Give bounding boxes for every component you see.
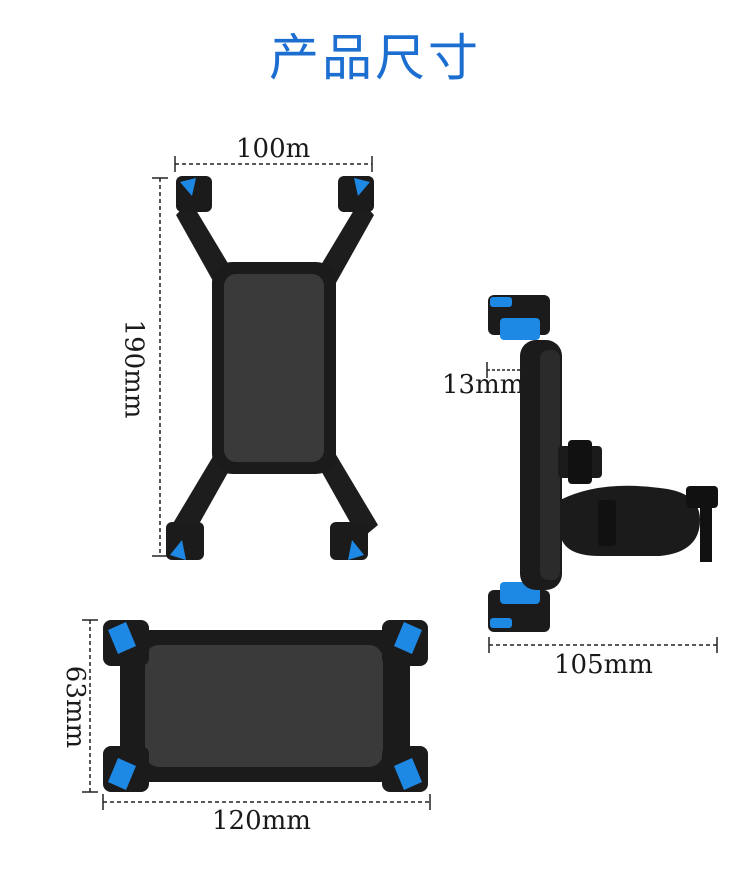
- clamp-depth-label: 13mm: [442, 370, 525, 400]
- bottom-height-label: 63mm: [60, 665, 91, 749]
- side-width-label: 105mm: [554, 650, 653, 680]
- landscape-clamp-bottom-left: [103, 746, 149, 792]
- front-height-label: 190mm: [118, 319, 149, 419]
- front-width-label: 100m: [236, 134, 311, 164]
- landscape-clamp-bottom-right: [382, 746, 428, 792]
- corner-clamp-top-right: [338, 176, 374, 212]
- corner-clamp-bottom-right: [330, 522, 368, 560]
- landscape-clamp-top-left: [103, 620, 149, 666]
- landscape-view-holder: [82, 619, 431, 810]
- corner-clamp-top-left: [176, 176, 212, 212]
- corner-clamp-bottom-left: [166, 522, 204, 560]
- page-title: 产品尺寸: [269, 29, 481, 87]
- landscape-clamp-top-right: [382, 620, 428, 666]
- bottom-width-label: 120mm: [212, 806, 311, 836]
- side-view-holder: [486, 295, 718, 653]
- front-view-holder: [152, 156, 378, 560]
